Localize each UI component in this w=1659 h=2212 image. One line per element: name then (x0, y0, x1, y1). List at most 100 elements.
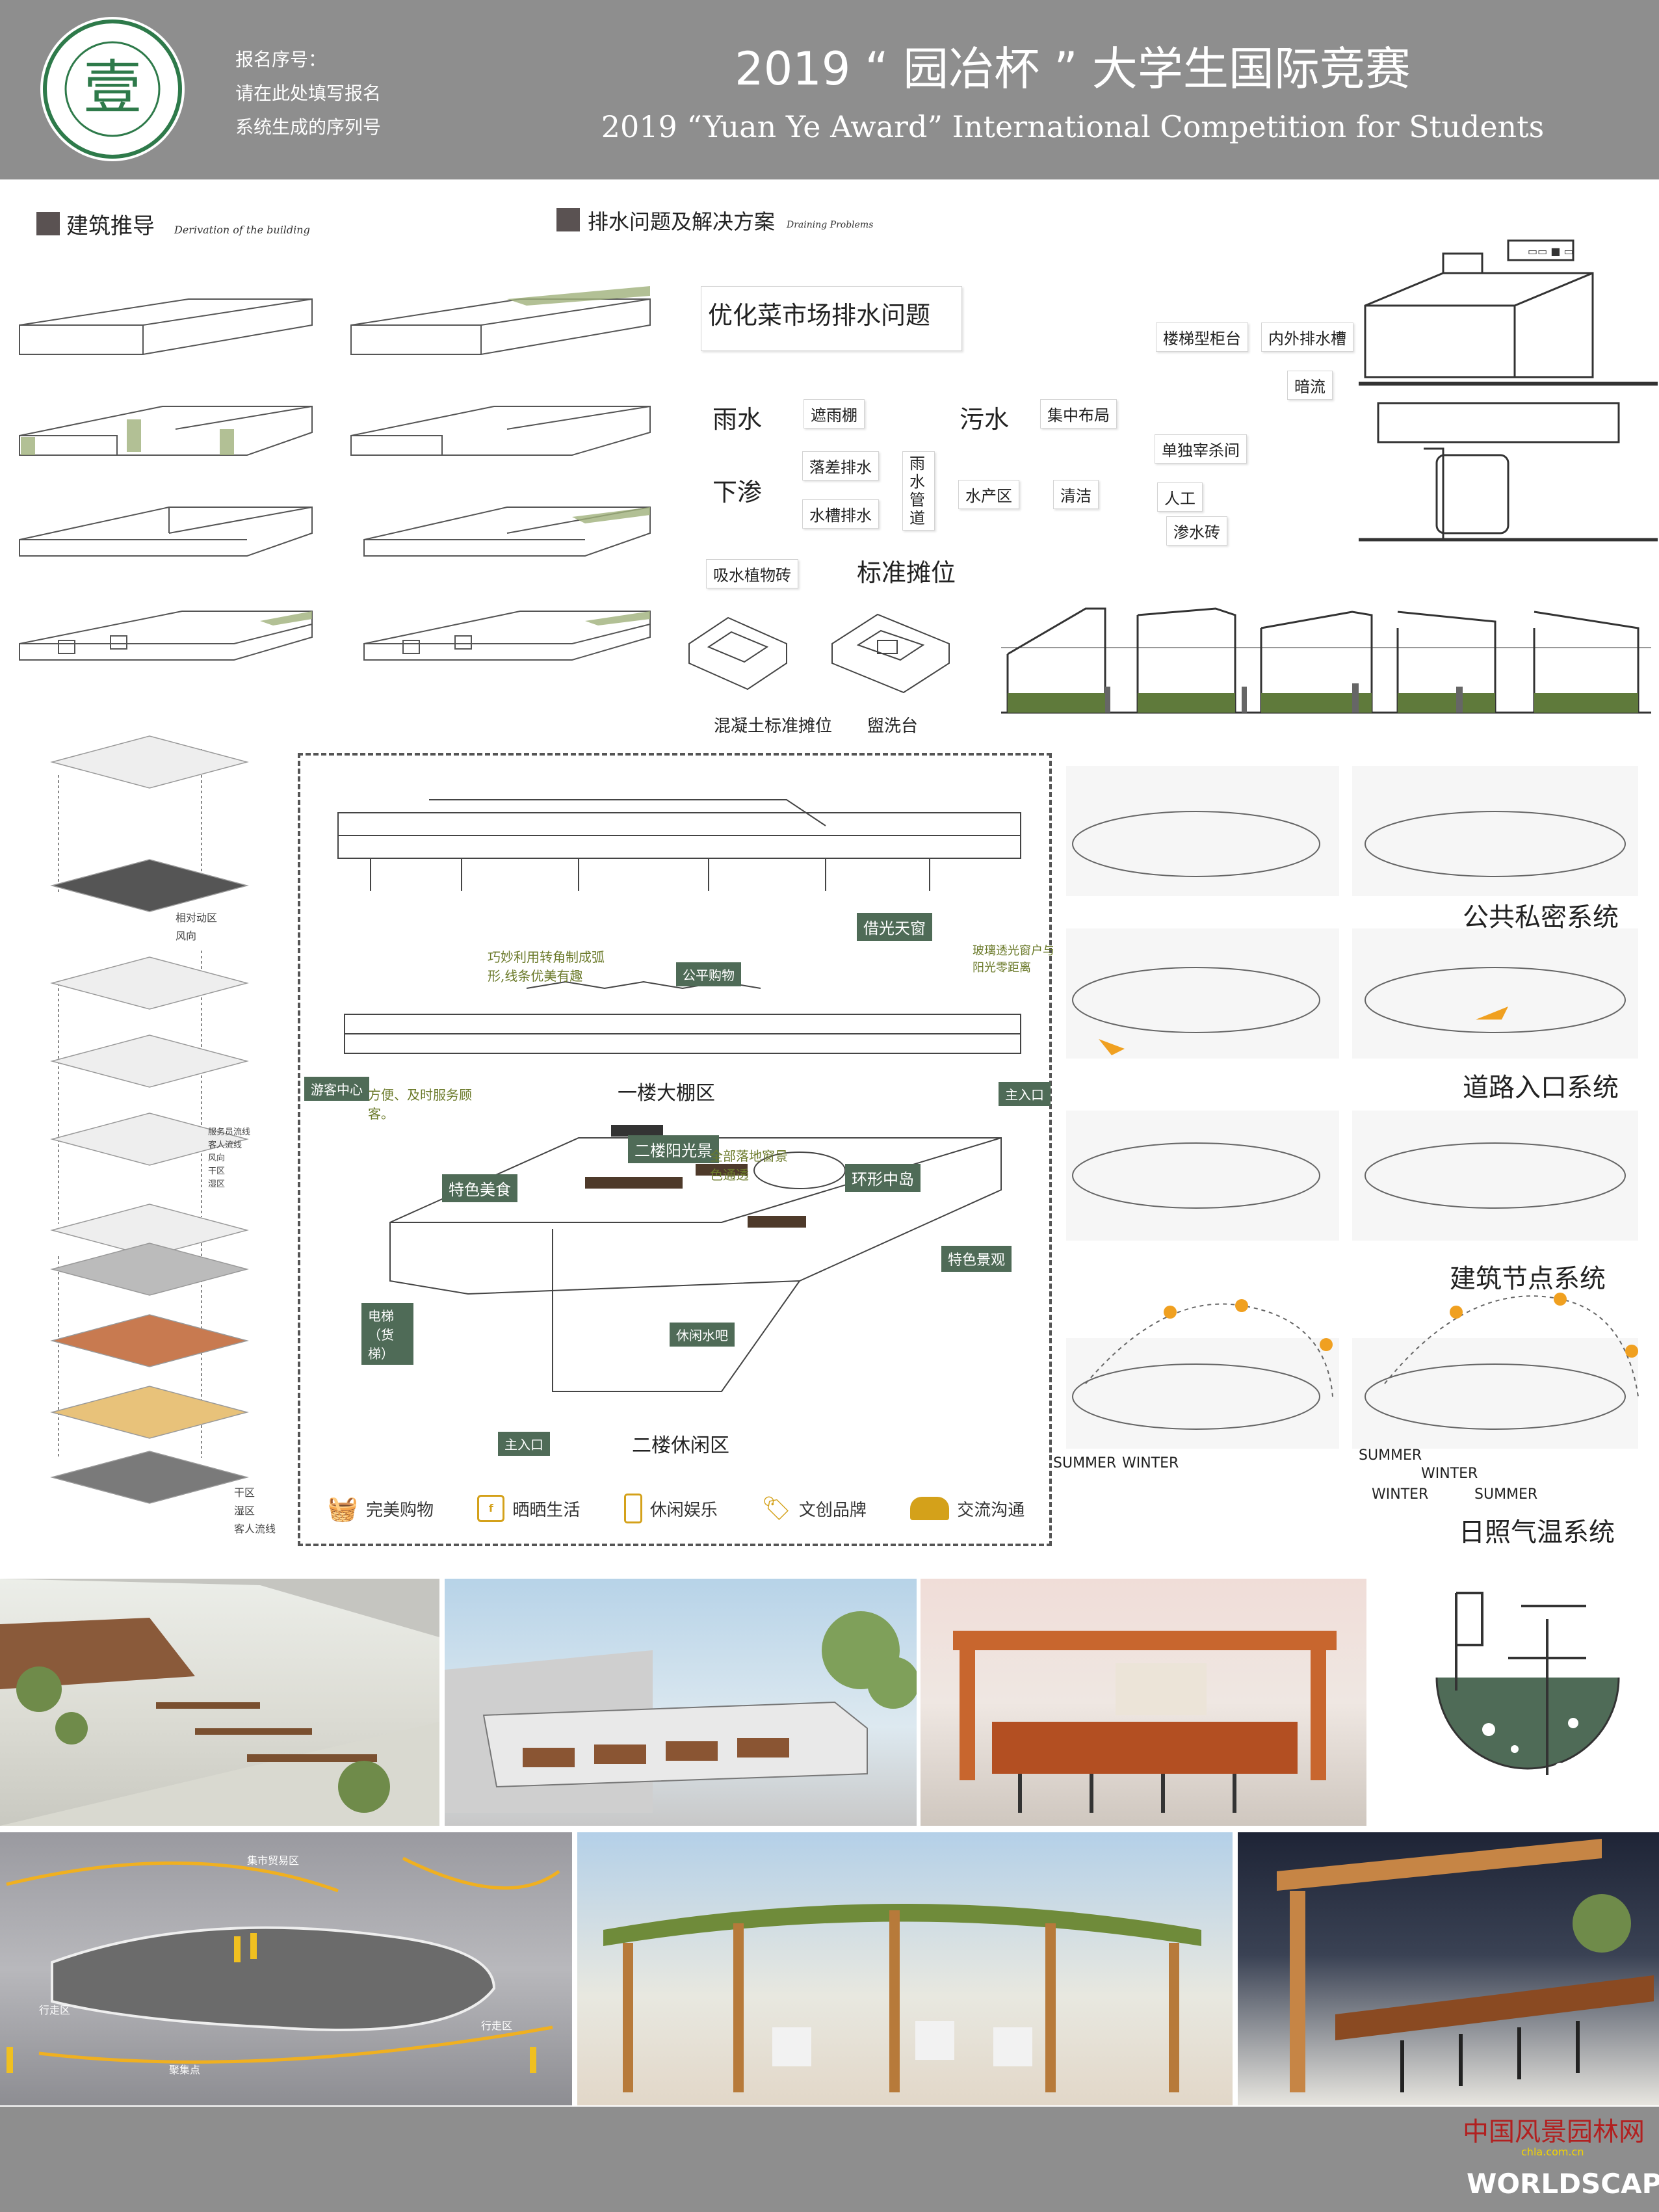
tag-icon: 🏷 (761, 1495, 791, 1522)
gathering-label: 聚集点 (169, 2064, 201, 2076)
render-flow-diagram: 集市贸易区 行走区 行走区 聚集点 (0, 1832, 572, 2105)
terrace-illustration (0, 1579, 439, 1826)
market-zone-label: 集市贸易区 (247, 1854, 300, 1867)
system-diagrams (1066, 766, 1639, 1449)
title-chinese: 2019 “ 园冶杯 ” 大学生国际竞赛 (735, 42, 1411, 96)
reg-line-1: 报名序号： (235, 49, 327, 70)
drainage-title: 排水问题及解决方案 (588, 209, 776, 234)
wet-zone-legend: 湿区 (234, 1505, 255, 1517)
manual-label: 人工 (1157, 482, 1203, 512)
sun-system-label: 日照气温系统 (1459, 1518, 1615, 1547)
guest-flow-legend-a: 客人流线 (208, 1140, 242, 1150)
service-flow-legend: 服务员流线 (208, 1127, 251, 1137)
feature-view-tag: 特色景观 (941, 1246, 1012, 1272)
island-tag: 环形中岛 (845, 1164, 921, 1192)
logo-seal-icon: 壹 (43, 20, 182, 159)
footer-bar (0, 2107, 1659, 2212)
drainage-subtitle: Draining Problems (787, 220, 874, 230)
legend-item: 休闲娱乐 (623, 1494, 718, 1523)
project-logo-icon (1435, 1592, 1620, 1775)
road-entry-label: 道路入口系统 (1463, 1073, 1619, 1103)
convenient-callout: 方便、及时服务顾客。 (368, 1087, 472, 1122)
render-shop-counter (921, 1579, 1366, 1826)
market-elevation (1001, 607, 1651, 714)
walk-zone-label-1: 行走区 (39, 2004, 71, 2016)
winter-label-3: WINTER (1372, 1486, 1429, 1503)
brick-plant-label: 吸水植物砖 (706, 559, 798, 588)
wash-basin-label: 盥洗台 (867, 717, 919, 736)
wind-legend-2: 风向 (208, 1153, 226, 1163)
render-rooftop-terrace (0, 1579, 439, 1826)
shopping-basket-icon: 🧺 (327, 1494, 359, 1523)
stair-counter-label: 楼梯型柜台 (1156, 323, 1248, 352)
plan-frame (298, 753, 1052, 1546)
brand-english: WORLDSCAPE (1467, 2168, 1659, 2200)
stall-sketches (688, 613, 950, 694)
title-english: 2019 “Yuan Ye Award” International Compe… (601, 109, 1545, 144)
legend-item: f 晒晒生活 (477, 1495, 580, 1522)
brand-chinese: 中国风景园林网 (1463, 2117, 1645, 2147)
legend-item: 🧺 完美购物 (327, 1494, 434, 1523)
seepage-label: 下渗 (712, 478, 763, 507)
render-pergola (577, 1832, 1233, 2105)
rain-label: 雨水 (712, 405, 763, 434)
reg-line-2: 请在此处填写报名 (235, 83, 382, 104)
canopy-label: 遮雨棚 (803, 399, 865, 428)
culvert-label: 暗流 (1287, 371, 1333, 400)
trough-drain-label: 水槽排水 (802, 499, 879, 529)
section-marker (36, 212, 60, 235)
standard-stall-label: 标准摊位 (857, 559, 956, 587)
plan-axonometric-drawings (337, 799, 1021, 1392)
guest-flow-legend: 客人流线 (234, 1523, 276, 1535)
floor1-label: 一楼大棚区 (618, 1082, 715, 1105)
drop-drain-label: 落差排水 (802, 451, 879, 481)
exploded-diagrams (50, 735, 249, 1504)
derivation-title: 建筑推导 (66, 213, 155, 239)
derivation-diagrams (19, 286, 651, 661)
drainage-main-label: 优化菜市场排水问题 (701, 286, 962, 351)
cleaning-label: 清洁 (1053, 480, 1099, 509)
pergola-illustration (603, 1904, 1201, 2092)
brand-url: chla.com.cn (1521, 2146, 1584, 2158)
render-night-bar (1238, 1832, 1659, 2105)
floor-window-callout: 全部落地窗景色通透 (710, 1148, 788, 1183)
competition-logo: 壹 (40, 17, 185, 161)
turn-callout: 巧妙利用转角制成弧形,线条优美有趣 (488, 949, 605, 984)
summer-label-1: SUMMER (1053, 1455, 1117, 1471)
svg-text:壹: 壹 (83, 54, 142, 122)
dry-zone-legend: 干区 (234, 1486, 255, 1499)
wind-legend: 风向 (176, 930, 197, 942)
main-entrance-tag: 主入口 (999, 1082, 1051, 1106)
summer-label-2: SUMMER (1359, 1447, 1422, 1464)
sewage-label: 污水 (960, 405, 1010, 434)
aquatic-zone-label: 水产区 (958, 480, 1019, 509)
walk-zone-label-2: 行走区 (481, 2020, 513, 2032)
derivation-subtitle: Derivation of the building (174, 224, 310, 236)
glass-window-callout: 玻璃透光窗户与阳光零距离 (973, 944, 1054, 975)
bar-tag: 休闲水吧 (670, 1323, 735, 1347)
concrete-stall-label: 混凝土标准摊位 (714, 717, 833, 736)
flow-diagram-illustration (6, 1856, 560, 2073)
market-exterior-illustration (445, 1611, 917, 1813)
view-2f-tag: 二楼阳光景 (628, 1135, 719, 1163)
skylight-tag: 借光天窗 (857, 913, 932, 941)
winter-label-1: WINTER (1122, 1455, 1179, 1471)
visitor-center-tag: 游客中心 (304, 1077, 369, 1101)
feature-legend: 🧺 完美购物 f 晒晒生活 休闲娱乐 🏷 文创品牌 交流沟通 (306, 1489, 1047, 1528)
rain-pipe-label: 雨水管道 (902, 451, 935, 531)
reg-line-3: 系统生成的序列号 (235, 116, 382, 138)
section-marker (556, 208, 580, 231)
dry-zone-legend-a: 干区 (208, 1166, 226, 1176)
shop-counter-illustration (953, 1631, 1337, 1813)
people-icon (910, 1497, 950, 1520)
facebook-icon: f (477, 1495, 505, 1522)
drainage-sketches: ▭▭ ■ ▭ (1359, 239, 1658, 542)
slaughter-room-label: 单独宰杀间 (1155, 434, 1247, 464)
wet-zone-legend-a: 湿区 (208, 1179, 226, 1189)
floor2-label: 二楼休闲区 (632, 1434, 729, 1457)
night-bar-illustration (1277, 1839, 1654, 2092)
legend-item: 🏷 文创品牌 (761, 1495, 867, 1522)
public-private-label: 公共私密系统 (1463, 902, 1619, 932)
relative-zone-legend: 相对动区 (176, 912, 218, 924)
central-layout-label: 集中布局 (1040, 399, 1117, 428)
